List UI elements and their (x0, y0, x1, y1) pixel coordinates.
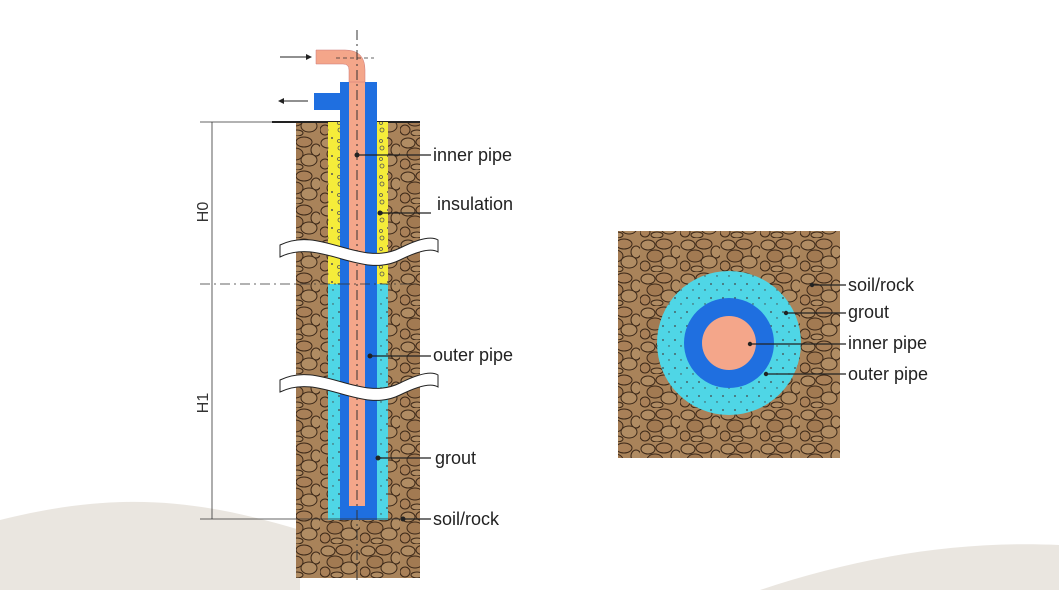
cross-label-inner-pipe: inner pipe (848, 333, 927, 353)
break-line-lower (279, 372, 439, 401)
cross-label-soil-rock: soil/rock (848, 275, 915, 295)
cross-leaders (750, 284, 846, 375)
outer-pipe-outlet (314, 93, 342, 110)
vertical-leaders (357, 154, 431, 520)
cross-inner-pipe (702, 316, 756, 370)
h0-label: H0 (195, 202, 212, 223)
break-line-upper (279, 237, 439, 266)
vertical-leader-dots (354, 152, 406, 522)
cross-label-outer-pipe: outer pipe (848, 364, 928, 384)
outflow-arrow (278, 98, 308, 104)
cross-label-grout: grout (848, 302, 889, 322)
label-soil-rock: soil/rock (433, 509, 500, 529)
label-outer-pipe: outer pipe (433, 345, 513, 365)
vertical-section: H0 H1 inner pipe insulation outer pipe g… (195, 30, 513, 584)
label-inner-pipe: inner pipe (433, 145, 512, 165)
cross-section: soil/rock grout inner pipe outer pipe (618, 231, 928, 458)
h1-label: H1 (195, 393, 212, 414)
label-insulation: insulation (437, 194, 513, 214)
inflow-arrow (280, 54, 312, 60)
label-grout: grout (435, 448, 476, 468)
background-landscape (0, 501, 1059, 590)
inner-pipe-elbow (315, 49, 366, 83)
